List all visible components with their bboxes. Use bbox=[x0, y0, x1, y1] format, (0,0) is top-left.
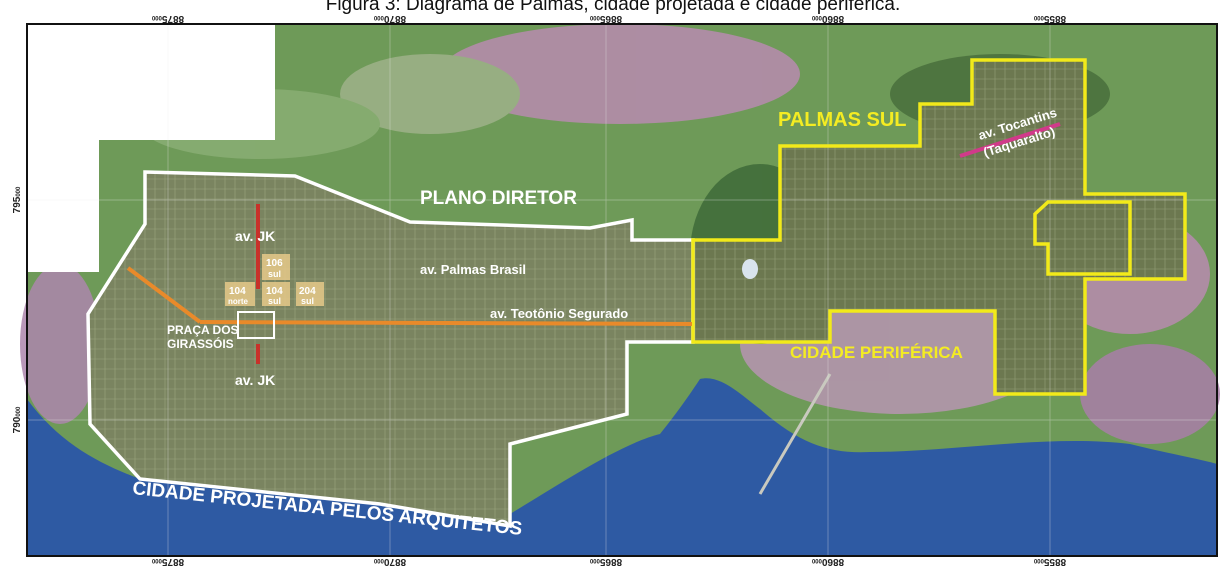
lake-water bbox=[27, 378, 1217, 556]
street-grid-periferica bbox=[693, 60, 1185, 394]
label-av-teotonio-segurado: av. Teotônio Segurado bbox=[490, 306, 628, 321]
street-grid-projetada bbox=[88, 172, 693, 526]
outline-palmas-sul-inner bbox=[1033, 200, 1132, 276]
label-cidade-periferica: CIDADE PERIFÉRICA bbox=[790, 343, 963, 362]
av-tocantins-line bbox=[959, 122, 1061, 158]
av-teotonio-segurado-line bbox=[199, 320, 693, 326]
map-border bbox=[26, 23, 1218, 557]
label-av-jk-top: av. JK bbox=[235, 228, 275, 244]
label-q204-sul: sul bbox=[301, 296, 314, 306]
top-tick-2: 8865000 bbox=[589, 14, 622, 24]
left-tick-labels: 795000 790000 bbox=[12, 186, 23, 433]
label-q104s-sul: sul bbox=[268, 296, 281, 306]
map-blank-area bbox=[27, 24, 275, 140]
label-praca-line2: GIRASSÓIS bbox=[167, 336, 234, 351]
bottom-tick-labels: 8875000 8870000 8865000 8860000 8855000 bbox=[151, 556, 1066, 567]
top-tick-4: 8855000 bbox=[1033, 14, 1066, 24]
left-tick-0: 795000 bbox=[12, 186, 23, 213]
figure-title: Figura 3: Diagrama de Palmas, cidade pro… bbox=[325, 0, 901, 15]
label-q104n-norte: norte bbox=[228, 297, 249, 306]
label-q104n-num: 104 bbox=[229, 286, 246, 297]
top-tick-1: 8870000 bbox=[373, 14, 406, 24]
label-av-palmas-brasil: av. Palmas Brasil bbox=[420, 262, 526, 277]
label-q104s-num: 104 bbox=[266, 286, 283, 297]
quadra-204-sul bbox=[296, 282, 324, 306]
label-palmas-sul: PALMAS SUL bbox=[778, 109, 907, 131]
top-tick-labels: 8875000 8870000 8865000 8860000 8855000 bbox=[151, 14, 1066, 24]
quadra-104-sul bbox=[262, 282, 290, 306]
quadra-104-norte bbox=[225, 282, 255, 306]
label-q204-num: 204 bbox=[299, 286, 316, 297]
av-teotonio-segurado-line-west bbox=[126, 266, 202, 324]
airport-runway bbox=[758, 373, 832, 495]
label-q106-sul: sul bbox=[268, 269, 281, 279]
bottom-tick-2: 8865000 bbox=[589, 556, 622, 567]
top-tick-3: 8860000 bbox=[811, 14, 844, 24]
outline-cidade-projetada bbox=[86, 170, 695, 529]
label-plano-diretor: PLANO DIRETOR bbox=[420, 188, 577, 209]
left-tick-1: 790000 bbox=[12, 406, 23, 433]
quadra-106-sul bbox=[262, 254, 290, 280]
bottom-tick-3: 8860000 bbox=[811, 556, 844, 567]
map-blank-area-left bbox=[27, 140, 99, 272]
bottom-tick-0: 8875000 bbox=[151, 556, 184, 567]
city-map[interactable]: PALMAS SUL PLANO DIRETOR CIDADE PERIFÉRI… bbox=[0, 14, 1226, 574]
bottom-tick-1: 8870000 bbox=[373, 556, 406, 567]
small-lake bbox=[742, 259, 758, 279]
label-praca-line1: PRAÇA DOS bbox=[167, 323, 239, 337]
map-frame: PALMAS SUL PLANO DIRETOR CIDADE PERIFÉRI… bbox=[0, 14, 1226, 574]
praca-dos-girassois-marker bbox=[237, 311, 275, 339]
bottom-tick-4: 8855000 bbox=[1033, 556, 1066, 567]
graticule bbox=[27, 24, 1217, 556]
top-tick-0: 8875000 bbox=[151, 14, 184, 24]
label-q106-num: 106 bbox=[266, 258, 283, 269]
label-av-jk-bottom: av. JK bbox=[235, 372, 275, 388]
outline-cidade-periferica bbox=[691, 58, 1187, 396]
